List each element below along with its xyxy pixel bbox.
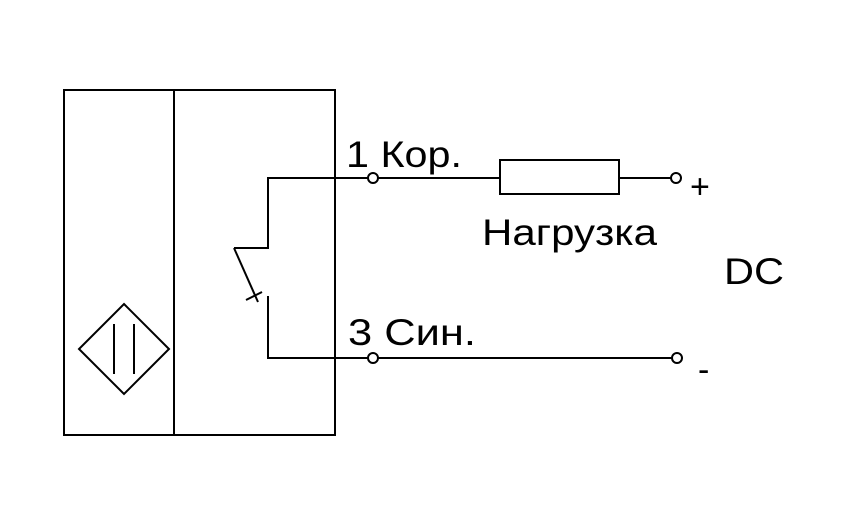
terminal-3-circle-icon <box>367 352 379 364</box>
plus-terminal-circle-icon <box>670 172 682 184</box>
resistor-icon <box>499 159 620 195</box>
minus-terminal-circle-icon <box>671 352 683 364</box>
inductive-sensor-icon <box>77 302 171 396</box>
sensor-housing <box>63 89 336 436</box>
terminal-3-label: 3 Син. <box>348 312 476 353</box>
normally-open-switch-icon <box>233 177 335 359</box>
plus-label: + <box>690 168 710 206</box>
terminal-1-label: 1 Кор. <box>346 134 462 175</box>
minus-label: - <box>698 351 709 389</box>
load-label: Нагрузка <box>482 212 657 253</box>
supply-label: DC <box>724 251 784 292</box>
